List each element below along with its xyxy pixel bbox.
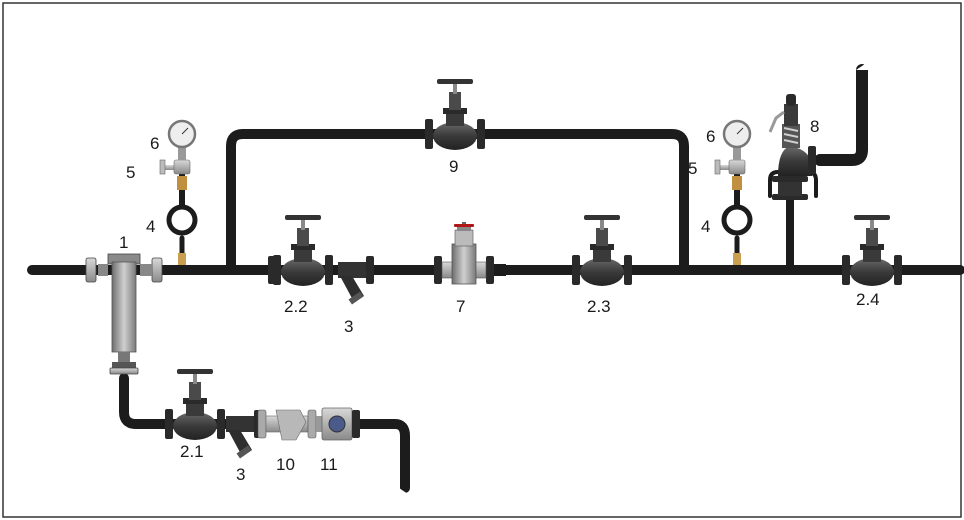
label-gauge-valve-right: 5 [688, 159, 697, 178]
safety-discharge [814, 64, 868, 166]
pipe-cut-top [856, 62, 868, 70]
valve-2-1 [165, 369, 225, 440]
valve-9-bypass [425, 79, 485, 150]
label-y-strainer-main: 3 [344, 317, 353, 336]
label-bypass-valve: 9 [449, 157, 458, 176]
label-strainer-main: 1 [119, 233, 128, 252]
pipe-cut-bottom [399, 488, 411, 496]
label-y-strainer-branch: 3 [236, 465, 245, 484]
steam-trap [257, 409, 317, 441]
item-labels: 1 2.1 2.2 2.3 2.4 3 3 4 4 5 5 6 6 7 8 9 … [119, 117, 880, 484]
label-reducing-valve: 7 [456, 297, 465, 316]
gauge-group-left [159, 119, 198, 265]
label-steam-trap: 10 [276, 455, 295, 474]
label-valve-2-1: 2.1 [180, 442, 204, 461]
main-flanges [268, 256, 276, 284]
label-valve-2-3: 2.3 [587, 297, 611, 316]
y-strainer-main [338, 256, 374, 305]
valve-2-2 [273, 215, 333, 286]
label-siphon-right: 4 [701, 217, 710, 236]
valve-2-4 [842, 215, 902, 286]
safety-valve [768, 94, 816, 200]
strainer-main [85, 253, 163, 375]
label-sight-glass: 11 [320, 455, 338, 474]
label-gauge-valve-left: 5 [126, 163, 135, 182]
label-siphon-left: 4 [146, 217, 155, 236]
label-safety-valve: 8 [810, 117, 819, 136]
label-gauge-right: 6 [706, 127, 715, 146]
label-valve-2-2: 2.2 [284, 297, 308, 316]
label-valve-2-4: 2.4 [856, 290, 880, 309]
label-gauge-left: 6 [150, 134, 159, 153]
sight-glass [316, 407, 360, 441]
valve-2-3 [572, 215, 632, 286]
reducing-valve [434, 222, 506, 285]
gauge-group-right [714, 119, 753, 265]
y-strainer-branch [226, 410, 262, 459]
